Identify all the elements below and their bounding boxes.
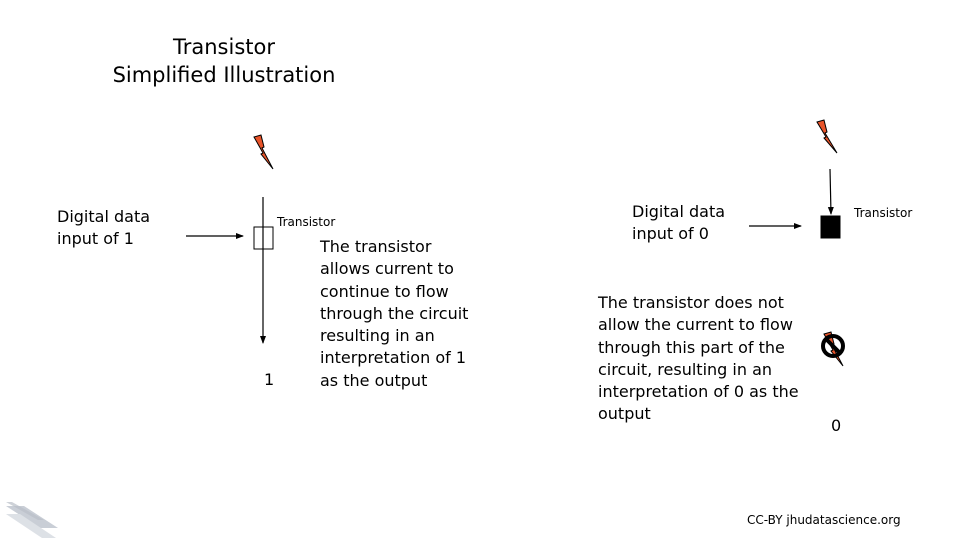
left-description: The transistor allows current to continu… bbox=[320, 237, 469, 390]
right-transistor-label: Transistor bbox=[854, 206, 913, 220]
no-lightning-icon bbox=[821, 331, 845, 367]
right-current-arrow bbox=[827, 168, 834, 215]
right-transistor-box bbox=[820, 215, 841, 239]
left-transistor-box bbox=[253, 226, 274, 250]
right-circuit bbox=[749, 119, 845, 367]
right-input-label: Digital data input of 0 bbox=[632, 202, 726, 244]
stripes-logo-icon bbox=[6, 502, 58, 538]
left-output-value: 1 bbox=[264, 370, 275, 389]
left-transistor-label: Transistor bbox=[277, 215, 336, 229]
lightning-bolt-icon bbox=[253, 134, 274, 170]
right-description: The transistor does not allow the curren… bbox=[598, 293, 799, 424]
left-input-label: Digital data input of 1 bbox=[57, 207, 151, 249]
lightning-bolt-icon bbox=[816, 119, 838, 154]
left-circuit bbox=[186, 134, 274, 344]
right-output-value: 0 bbox=[831, 416, 842, 435]
page-title: Transistor Simplified Illustration bbox=[112, 35, 336, 87]
credit-text: CC-BY jhudatascience.org bbox=[747, 513, 901, 527]
